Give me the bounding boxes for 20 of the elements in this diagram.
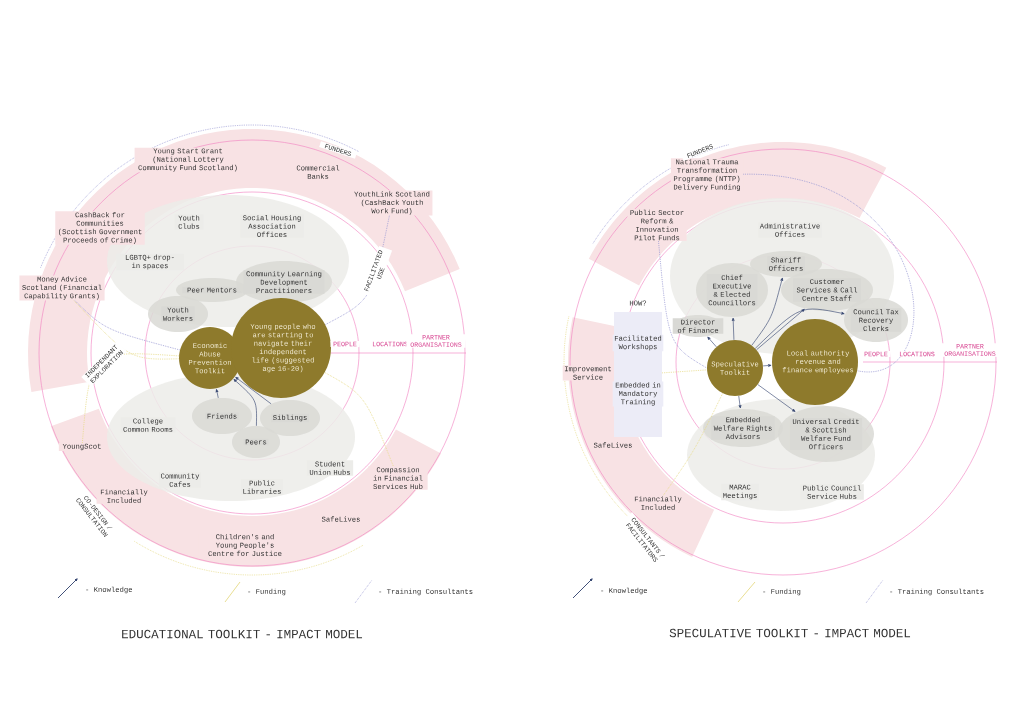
connector <box>751 277 784 346</box>
model-label: SPECULATIVE TOOLKIT - IMPACT MODEL <box>669 628 911 638</box>
connector <box>661 369 708 374</box>
model-label: EDUCATIONAL TOOLKIT - IMPACT MODEL <box>122 629 363 639</box>
connector <box>663 392 724 496</box>
connector <box>73 300 180 360</box>
connector <box>324 372 394 467</box>
connector <box>233 379 257 427</box>
connector <box>762 364 772 367</box>
connector <box>742 173 915 372</box>
connector <box>235 376 272 405</box>
connector <box>754 308 845 349</box>
connector <box>707 336 717 348</box>
connector <box>215 389 219 399</box>
connector <box>757 384 796 412</box>
connector <box>738 395 742 409</box>
connector <box>658 240 708 369</box>
connector <box>74 300 181 351</box>
connector <box>756 308 805 351</box>
connector <box>731 317 735 341</box>
